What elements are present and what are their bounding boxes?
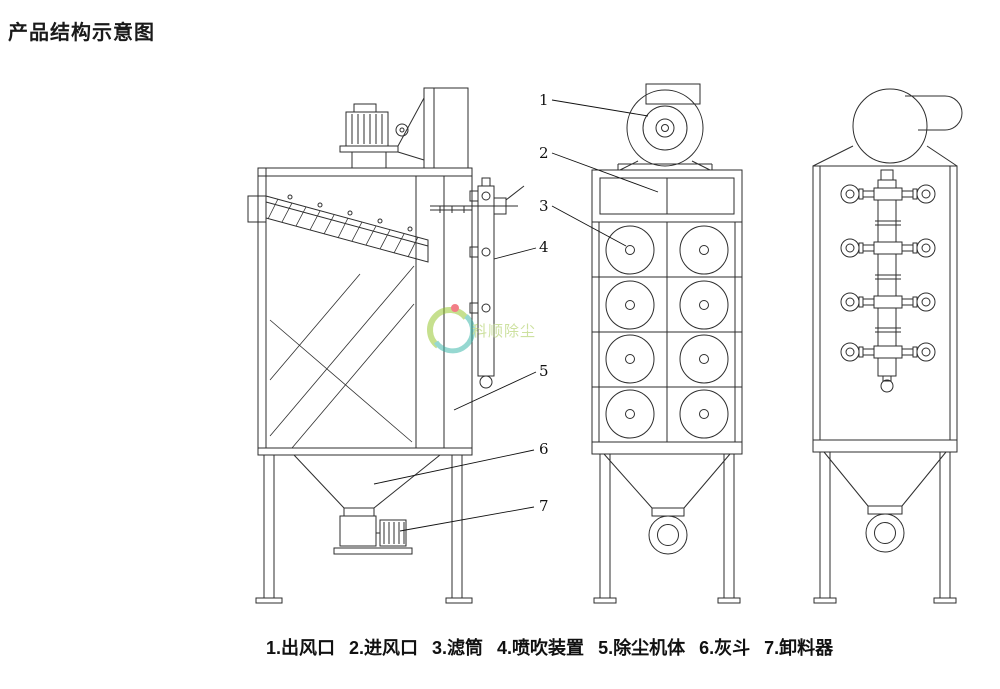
leader-4: [493, 247, 537, 260]
leader-lines: [373, 99, 659, 532]
pulse-valve-row: [840, 342, 936, 362]
blow-pipe: [430, 185, 525, 215]
inlet-plate: [247, 194, 429, 263]
filter-body-front: [591, 221, 743, 443]
cartridge-diagonals: [269, 265, 415, 449]
callout-label-3: 3: [539, 197, 549, 215]
callout-label-1: 1: [539, 91, 549, 109]
callout-label-6: 6: [539, 440, 549, 458]
watermark-logo-icon: [427, 304, 476, 354]
callout-label-5: 5: [539, 362, 549, 380]
legend-item-discharger: 7.卸料器: [764, 638, 834, 658]
leader-5: [453, 371, 537, 411]
hopper-rear: [823, 451, 947, 553]
legend-item-outlet: 1.出风口: [266, 638, 336, 658]
blowing-manifold-side: [469, 177, 495, 389]
filter-cartridges: [605, 225, 729, 439]
watermark: 科顺除尘: [427, 304, 536, 354]
watermark-text: 科顺除尘: [472, 323, 536, 340]
callout-label-2: 2: [539, 144, 549, 162]
leader-1: [551, 99, 649, 117]
legend-item-cartridge: 3.滤筒: [432, 638, 484, 658]
legs-side: [255, 455, 473, 604]
base-band-front: [591, 441, 743, 455]
page-title: 产品结构示意图: [8, 22, 155, 44]
leader-2: [551, 152, 659, 193]
hopper-side: [293, 454, 441, 517]
top-fan-motor: [339, 87, 469, 169]
pulse-manifold: [840, 169, 936, 393]
fan-scroll: [617, 83, 713, 171]
rear-view: [812, 88, 963, 604]
leader-6: [373, 449, 535, 485]
callout-numbers: 1 2 3 4 5 6 7: [539, 91, 549, 515]
pulse-valve-row: [840, 184, 936, 204]
base-band-side: [257, 447, 473, 456]
inlet-hatching: [267, 198, 419, 258]
leader-3: [551, 205, 627, 247]
discharger: [333, 515, 413, 555]
callout-label-7: 7: [539, 497, 549, 515]
callout-label-4: 4: [539, 238, 549, 256]
legend-item-body: 5.除尘机体: [598, 638, 686, 658]
legs-rear: [813, 452, 957, 604]
leader-7: [399, 506, 535, 532]
legend-item-blower: 4.喷吹装置: [497, 638, 585, 658]
outlet-top: [812, 88, 963, 167]
inlet-plenum: [591, 169, 743, 223]
legs-front: [593, 454, 741, 604]
pulse-valve-row: [840, 238, 936, 258]
base-band-rear: [812, 439, 958, 453]
front-view: [591, 83, 743, 604]
legend: 1.出风口 2.进风口 3.滤筒 4.喷吹装置 5.除尘机体 6.灰斗 7.卸料…: [266, 634, 833, 660]
hopper-front: [603, 453, 731, 555]
pulse-valve-row: [840, 292, 936, 312]
legend-item-inlet: 2.进风口: [349, 638, 419, 658]
legend-item-hopper: 6.灰斗: [699, 638, 751, 658]
side-view: [247, 87, 525, 604]
